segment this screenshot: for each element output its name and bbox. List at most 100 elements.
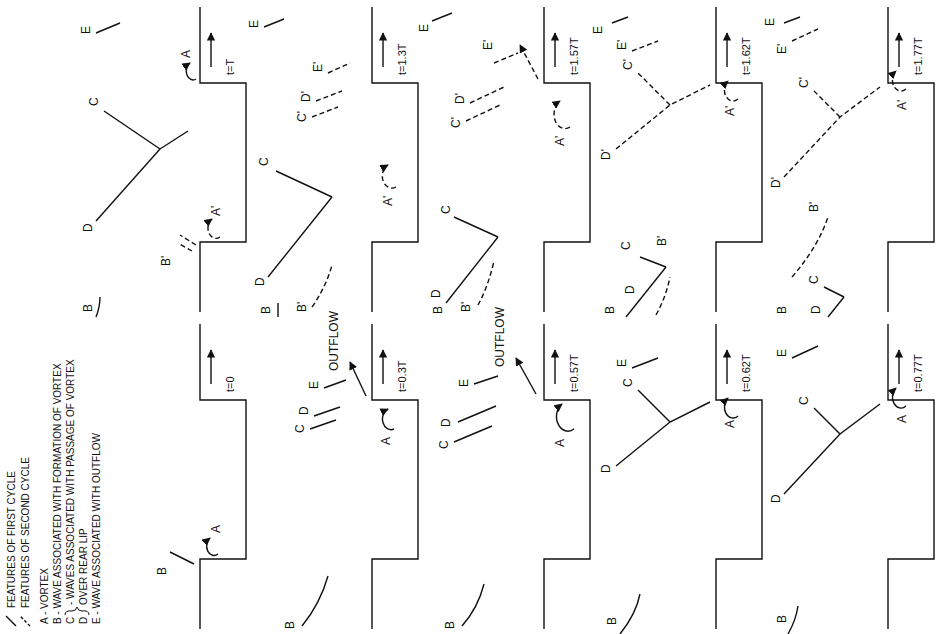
feature-letter: E' [482,39,495,51]
key-entry: C [64,617,77,624]
feature-letter: E' [312,61,325,73]
feature-letter: C' [798,76,811,89]
feature-letter: C [440,204,453,215]
panel [264,7,418,317]
legend-dashed-sample [20,616,30,626]
feature-letter: C [808,274,821,285]
feature-letter: B [82,303,95,313]
feature-letter: C [88,96,101,107]
key-entry: B - WAVE ASSOCIATED WITH FORMATION OF VO… [51,363,64,624]
feature-letter: C' [296,110,309,123]
feature-letter: B' [808,201,821,213]
feature-letter: A' [210,205,223,217]
feature-letter: A' [382,195,395,207]
panel [302,324,418,629]
feature-letter: E [592,25,605,35]
legend-text: FEATURES OF FIRST CYCLE [5,471,18,608]
feature-letter: D' [600,148,613,161]
feature-letter: D [770,493,783,504]
feature-letter: E [308,380,321,390]
legend-text: FEATURES OF SECOND CYCLE [19,457,32,608]
feature-letter: B [604,305,617,315]
time-label: t=1.62T [740,37,753,75]
time-label: t=0.57T [568,354,581,392]
time-label: t=0.3T [396,361,409,393]
feature-letter: B' [656,235,669,247]
feature-letter: D [624,284,637,295]
feature-letter: D [810,304,823,315]
time-label: t=T [224,59,237,75]
key-entry: D [77,617,90,624]
feature-letter: D [440,417,453,428]
panel [454,324,590,629]
feature-letter: E [764,17,777,27]
feature-letter: D [430,288,443,299]
feature-letter: A [724,419,737,429]
feature-letter: D' [300,90,313,103]
panel [170,324,246,629]
feature-letter: A [180,49,193,59]
feature-letter: B [606,616,619,626]
time-label: t=0.62T [740,354,753,392]
feature-letter: A' [896,99,909,111]
feature-letter: B [156,566,169,576]
panel [96,7,246,317]
feature-letter: B [284,620,297,630]
feature-letter: OUTFLOW [494,306,507,368]
brace [65,607,89,615]
feature-letter: E' [616,39,629,51]
feature-letter: C [622,377,635,388]
feature-letter: C [258,156,271,167]
key-entry: - WAVES ASSOCIATED WITH PASSAGE OF VORTE… [64,343,90,605]
feature-letter: E [248,19,261,29]
feature-letter: D [600,463,613,474]
feature-letter: B [776,305,789,315]
feature-letter: D' [454,92,467,105]
feature-letter: A [380,436,393,446]
feature-letter: E [458,378,471,388]
feature-letter: A [896,414,909,424]
panel [616,324,762,634]
time-label: t=0.77T [912,354,925,392]
panel [784,7,934,317]
feature-letter: D [82,222,95,233]
feature-letter: A' [554,135,567,147]
feature-letter: E [80,25,93,35]
panel [612,7,762,317]
feature-letter: A' [724,105,737,117]
panel [432,7,590,317]
feature-letter: C' [450,116,463,129]
feature-letter: B [260,305,273,315]
feature-letter: D [298,405,311,416]
feature-letter: D [254,276,267,287]
time-label: t=1.3T [396,44,409,76]
time-label: t=1.77T [912,37,925,75]
feature-letter: C [798,395,811,406]
feature-letter: B [432,305,445,315]
feature-letter: B' [460,301,473,313]
feature-letter: B [444,620,457,630]
time-label: t=1.57T [568,37,581,75]
key-entry: A - VORTEX [38,568,51,624]
time-label: t=0 [224,376,237,392]
key-entry: E - WAVE ASSOCIATED WITH OUTFLOW [90,433,103,624]
feature-letter: C [294,423,307,434]
feature-letter: E [418,23,431,33]
feature-letter: A [554,438,567,448]
feature-letter: B' [296,301,309,313]
feature-letter: E [776,348,789,358]
legend-solid-sample [6,616,16,626]
feature-letter: C [438,439,451,450]
feature-letter: C' [622,58,635,71]
feature-letter: D' [770,176,783,189]
feature-letter: B' [160,255,173,267]
feature-letter: E' [776,43,789,55]
feature-letter: A [210,524,223,534]
feature-letter: OUTFLOW [328,310,341,372]
feature-letter: B [776,614,789,624]
panel [784,324,934,634]
feature-letter: C [620,240,633,251]
feature-letter: E [616,358,629,368]
